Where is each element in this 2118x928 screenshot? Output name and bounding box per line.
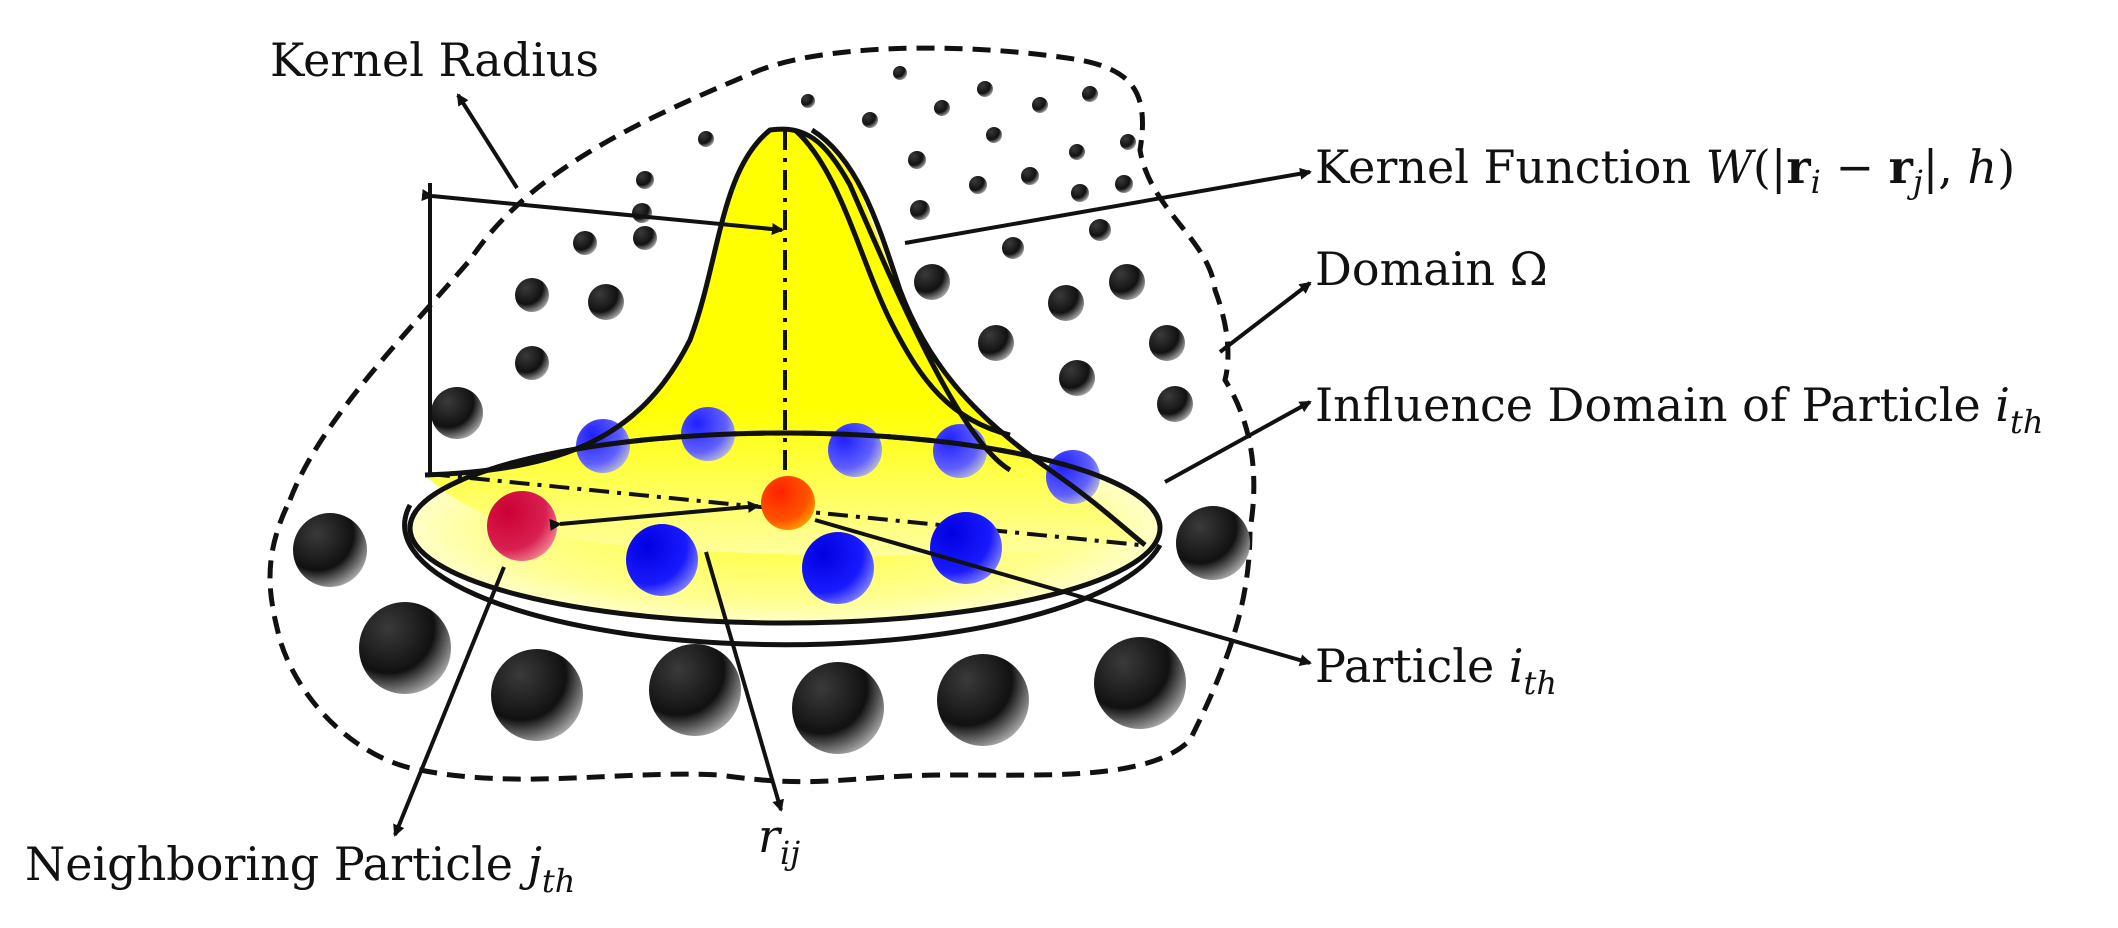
particle-dot	[914, 264, 950, 300]
kernel-radius-leader	[456, 93, 519, 190]
particle-dot	[934, 100, 950, 116]
particle-dot	[649, 644, 741, 736]
particle-i-label: Particle ith	[1315, 639, 1557, 702]
particle-dot	[293, 513, 367, 587]
neighbor-particle	[828, 423, 882, 477]
particle-dots-large	[293, 506, 1250, 754]
particle-dot	[1149, 325, 1185, 361]
particle-dot	[633, 226, 657, 250]
neighbor-particle	[930, 512, 1002, 584]
domain-boundary	[267, 45, 1257, 785]
neighbor-particle-leader	[393, 566, 506, 837]
kernel-function-label: Kernel Function W(|ri − rj|, h)	[1315, 140, 2015, 201]
particle-dot	[801, 94, 815, 108]
particle-dot	[1176, 506, 1250, 580]
neighboring-particle-j	[487, 491, 557, 561]
neighbor-particles-front	[626, 512, 1002, 604]
kernel-radius-arrow	[421, 189, 784, 236]
particle-dot	[1120, 134, 1136, 150]
kernel-function-leader	[904, 167, 1312, 245]
particle-dot	[636, 171, 654, 189]
particle-dot	[977, 81, 993, 97]
particle-dot	[588, 284, 624, 320]
neighbor-particle	[802, 532, 874, 604]
rij-leader	[704, 551, 784, 812]
domain-label: Domain Ω	[1315, 242, 1548, 296]
neighbor-particle	[1046, 450, 1100, 504]
particle-dot	[1069, 144, 1085, 160]
particle-dot	[359, 602, 451, 694]
particle-dot	[910, 200, 930, 220]
influence-domain-label: Influence Domain of Particle ith	[1315, 378, 2043, 441]
particle-dot	[908, 151, 926, 169]
particle-dot	[1048, 285, 1084, 321]
kernel-function-outline-front	[793, 128, 1011, 438]
particle-dot	[1071, 184, 1089, 202]
central-particle-i	[761, 476, 815, 530]
particle-dots-small	[632, 66, 1136, 259]
particle-dot	[1115, 175, 1133, 193]
domain-leader	[1218, 281, 1312, 354]
particle-dot	[698, 131, 714, 147]
particle-dot	[431, 387, 483, 439]
kernel-function-outline-inner	[810, 127, 1147, 547]
particle-dot	[1032, 97, 1048, 113]
particle-dot	[1059, 360, 1095, 396]
particle-dot	[573, 231, 597, 255]
kernel-radius-label: Kernel Radius	[270, 33, 599, 87]
influence-domain-ellipse	[407, 430, 1163, 626]
particle-dot	[937, 654, 1029, 746]
particle-i-leader	[814, 518, 1312, 666]
particle-dot	[1089, 219, 1111, 241]
particle-dot	[515, 278, 549, 312]
particle-dot	[515, 346, 549, 380]
particle-dot	[986, 127, 1002, 143]
particle-dot	[632, 203, 652, 223]
neighbor-particle	[626, 524, 698, 596]
influence-domain-leader	[1164, 400, 1312, 484]
neighbor-particle	[933, 424, 987, 478]
particle-dot	[491, 649, 583, 741]
rij-arrow	[549, 500, 760, 531]
particle-dot	[1021, 167, 1039, 185]
particle-dot	[862, 112, 878, 128]
particle-dot	[1002, 237, 1024, 259]
particle-dot	[1109, 264, 1145, 300]
particle-dot	[978, 325, 1014, 361]
rij-label: rij	[758, 809, 800, 872]
particle-dot	[893, 66, 907, 80]
particle-dot	[1094, 637, 1186, 729]
particle-dot	[1082, 86, 1098, 102]
particle-dot	[792, 662, 884, 754]
particle-dot	[1157, 386, 1193, 422]
neighboring-particle-label: Neighboring Particle jth	[25, 837, 575, 900]
particle-dot	[969, 176, 987, 194]
